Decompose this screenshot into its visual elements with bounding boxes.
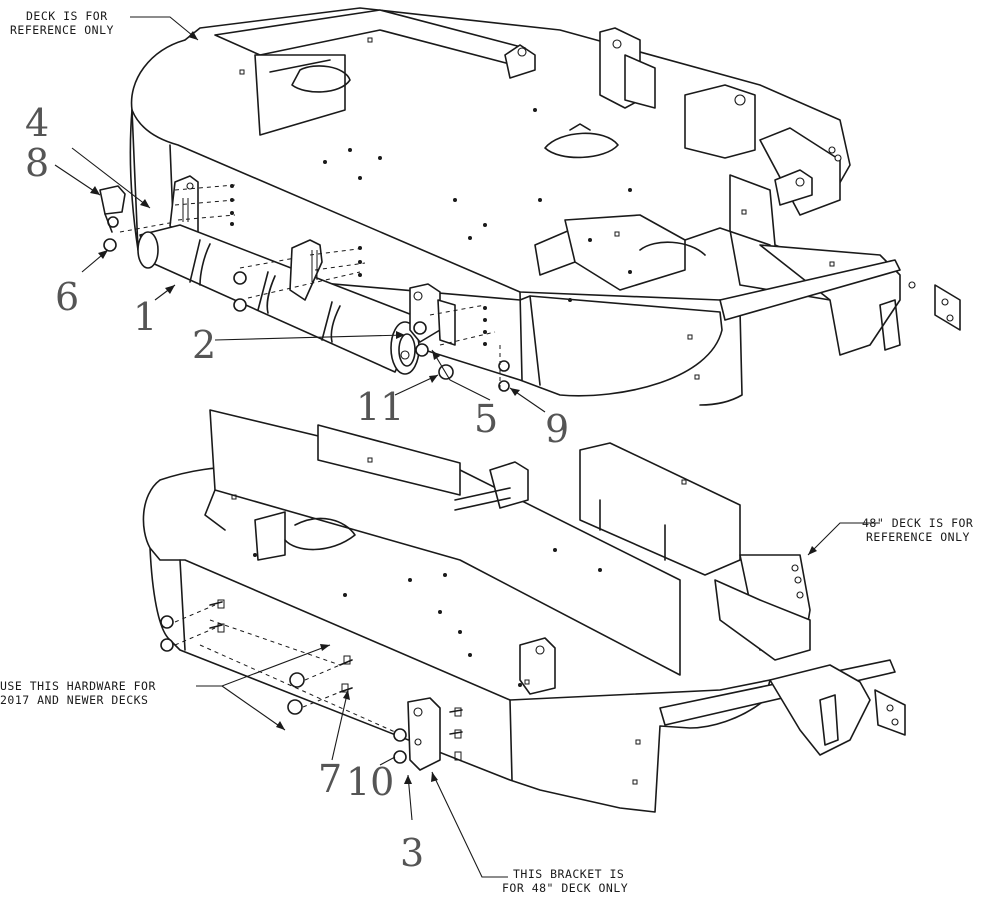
leader-lines [54,16,880,878]
callout-9: 9 [545,407,569,451]
note-48deck-line1: 48" DECK IS FOR [862,516,973,530]
callout-numbers: 1 2 3 4 5 6 7 8 9 10 11 [25,101,569,875]
callout-4: 4 [25,101,49,145]
hardware-nuts [103,216,510,392]
note-hardware-line1: USE THIS HARDWARE FOR [0,679,156,693]
deck-holes-lower [253,548,602,687]
note-top-ref-line1: DECK IS FOR [26,9,108,23]
mount-holes-upper [230,184,487,346]
lower-deck-assembly [142,409,906,813]
anti-scalp-roller-assembly [99,175,510,392]
reference-notes: DECK IS FOR REFERENCE ONLY 48" DECK IS F… [0,9,973,895]
note-bracket-line2: FOR 48" DECK ONLY [502,881,628,895]
callout-7: 7 [318,757,342,801]
callout-10: 10 [346,760,394,804]
upper-deck-assembly [129,7,961,406]
note-bracket-line1: THIS BRACKET IS [513,867,624,881]
note-48deck-line2: REFERENCE ONLY [866,530,970,544]
callout-8: 8 [25,141,49,185]
callout-6: 6 [55,275,79,319]
callout-3: 3 [400,831,424,875]
callout-11: 11 [356,385,404,429]
callout-2: 2 [192,323,216,367]
note-hardware-line2: 2017 AND NEWER DECKS [0,693,148,707]
deck-holes [323,108,632,302]
note-top-ref-line2: REFERENCE ONLY [10,23,114,37]
callout-5: 5 [474,397,498,441]
callout-1: 1 [133,295,157,339]
